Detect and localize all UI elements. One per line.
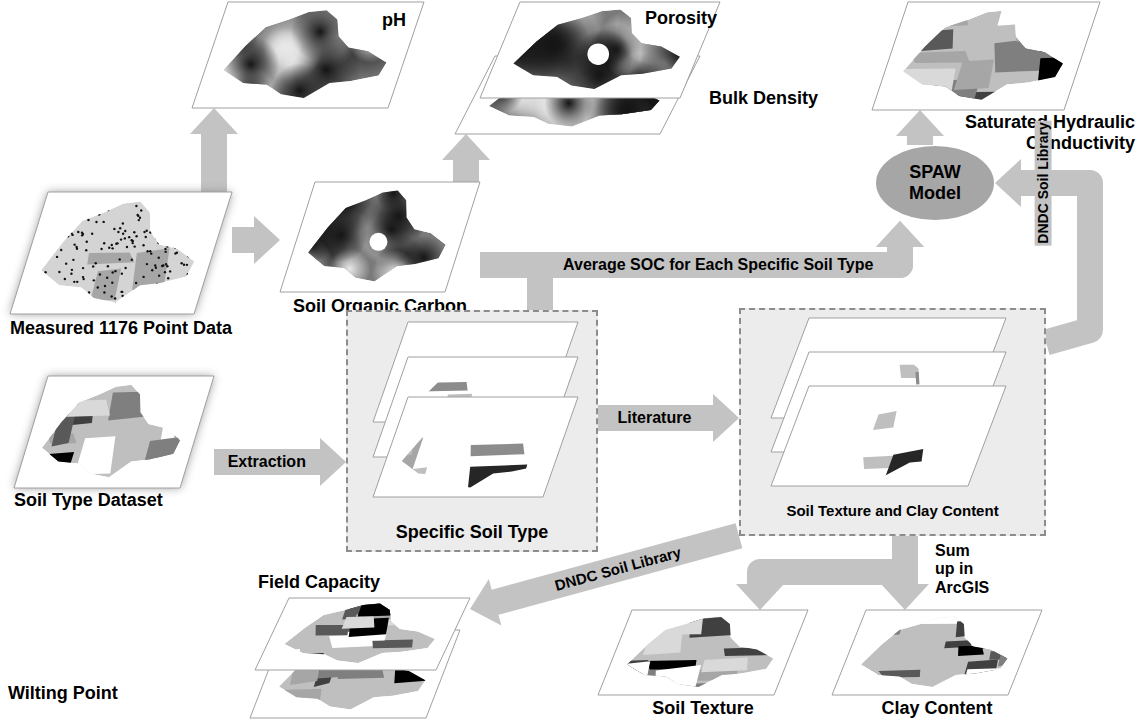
map-layer: pH (192, 2, 424, 108)
dashed-group-box: Soil Texture and Clay Content (739, 308, 1046, 536)
flow-arrow (214, 438, 346, 486)
node-label: Specific Soil Type (348, 522, 596, 543)
map-layer: Porosity (480, 2, 720, 98)
dashed-group-box: Specific Soil Type (346, 310, 598, 552)
flow-arrow (896, 110, 944, 145)
map-layer: Soil Texture (598, 610, 808, 695)
edge-label: Average SOC for Each Specific Soil Type (561, 255, 875, 274)
flow-arrow (598, 394, 739, 442)
map-layer: Soil Organic Carbon (280, 182, 480, 292)
flow-arrow (736, 536, 905, 610)
map-illustration (872, 2, 1100, 110)
map-illustration (832, 610, 1042, 695)
node-label: SPAW Model (895, 162, 975, 203)
edge-label: DNDC Soil Library (1034, 120, 1051, 245)
map-title: pH (382, 10, 406, 31)
map-layer: Measured 1176 Point Data (10, 192, 232, 314)
map-title: Field Capacity (258, 572, 380, 593)
map-title: Measured 1176 Point Data (10, 318, 232, 339)
map-title: Wilting Point (8, 683, 118, 704)
map-title: Soil Texture (598, 698, 808, 719)
map-title: Soil Type Dataset (14, 490, 163, 511)
edge-label: Literature (615, 408, 693, 427)
flow-arrow (442, 134, 490, 182)
map-layer: Field Capacity (255, 598, 470, 670)
flow-arrow (881, 536, 929, 610)
map-illustration (14, 376, 214, 488)
map-layer: Saturated Hydraulic Conductivity (872, 2, 1100, 110)
flow-arrow (540, 221, 924, 310)
map-layer: Soil Type Dataset (14, 376, 214, 488)
map-layer: Clay Content (832, 610, 1042, 695)
model-ellipse: SPAW Model (875, 145, 995, 221)
map-illustration (280, 182, 480, 292)
map-title: Porosity (645, 8, 717, 29)
map-illustration (255, 598, 470, 670)
map-illustration (598, 610, 808, 695)
map-title: Bulk Density (709, 88, 818, 109)
flow-arrow (232, 216, 280, 264)
map-illustration (10, 192, 232, 314)
edge-label: Sum up in ArcGIS (935, 542, 991, 597)
map-stack (348, 312, 588, 554)
edge-label: Extraction (226, 452, 308, 471)
node-label: Soil Texture and Clay Content (741, 502, 1044, 519)
map-title: Clay Content (832, 698, 1042, 719)
flow-arrow (190, 108, 238, 192)
